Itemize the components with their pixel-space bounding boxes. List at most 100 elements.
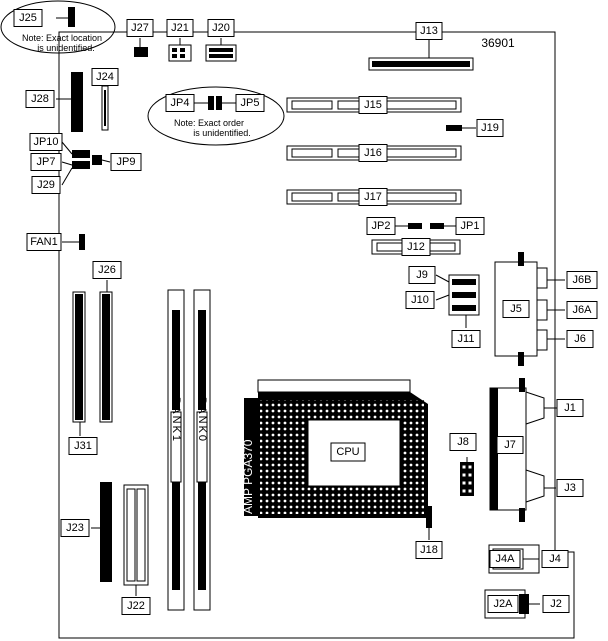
label-text-j11: J11 (458, 333, 475, 345)
label-box-jp10 (29, 133, 63, 151)
label-text-j13: J13 (420, 25, 438, 37)
label-j6b: J6B (566, 271, 598, 289)
label-box-j13 (415, 22, 443, 40)
label-j7: J7 (496, 436, 524, 454)
label-box-j29 (31, 176, 61, 194)
j22-connector (123, 484, 149, 586)
label-box-j3 (556, 479, 584, 497)
jp4-jp5-jumpers (208, 96, 222, 110)
label-j10: J10 (405, 291, 435, 309)
label-box-j16 (358, 144, 388, 162)
j25-header (68, 7, 75, 27)
label-box-jp9 (110, 153, 142, 171)
label-j23: J23 (60, 519, 90, 537)
j25-note: Note: Exact location is unidentified. (0, 0, 116, 54)
label-text-j25: J25 (19, 12, 37, 24)
label-jp1: JP1 (455, 217, 485, 235)
diagram-id: 36901 (481, 36, 515, 50)
j28-header (71, 72, 83, 132)
label-box-j8 (449, 433, 477, 451)
label-box-j2a (487, 595, 519, 613)
label-text-fan1: FAN1 (30, 236, 58, 248)
label-jp7: JP7 (30, 153, 62, 171)
label-text-j18: J18 (420, 544, 438, 556)
label-j29: J29 (31, 176, 61, 194)
label-text-j6b: J6B (573, 274, 592, 286)
j20-header (205, 44, 237, 62)
label-j8: J8 (449, 433, 477, 451)
label-text-j23: J23 (66, 522, 84, 534)
label-text-j9: J9 (416, 269, 428, 281)
label-jp5: JP5 (235, 94, 265, 112)
j18-header (426, 506, 432, 528)
label-j6a: J6A (566, 301, 598, 319)
label-j27: J27 (126, 19, 154, 37)
label-box-j21 (166, 19, 194, 37)
label-jp4: JP4 (165, 94, 195, 112)
label-j9: J9 (408, 266, 436, 284)
label-text-j15: J15 (364, 99, 382, 111)
j9-j10-j11-headers (448, 274, 480, 316)
j23-header (100, 482, 112, 582)
label-box-j27 (126, 19, 154, 37)
label-text-j17: J17 (364, 191, 382, 203)
label-box-j17 (358, 188, 388, 206)
label-box-j20 (207, 19, 235, 37)
label-box-j28 (25, 90, 55, 108)
label-box-j6a (566, 301, 598, 319)
label-j16: J16 (358, 144, 388, 162)
label-box-j4 (541, 550, 569, 568)
label-text-jp4: JP4 (171, 97, 190, 109)
j19-header (446, 125, 462, 131)
label-text-j27: J27 (131, 22, 149, 34)
label-box-j23 (60, 519, 90, 537)
label-j13: J13 (415, 22, 443, 40)
label-box-j15 (358, 96, 388, 114)
label-text-j6: J6 (574, 333, 586, 345)
label-box-j11 (451, 330, 481, 348)
j13-header (368, 57, 474, 71)
j27-header (134, 47, 148, 57)
label-box-j7 (496, 436, 524, 454)
label-text-j16: J16 (364, 147, 382, 159)
label-text-j8: J8 (457, 436, 469, 448)
label-j12: J12 (401, 238, 431, 256)
label-jp2: JP2 (366, 217, 396, 235)
label-j5: J5 (502, 300, 530, 318)
j31-header (72, 291, 86, 423)
label-box-j12 (401, 238, 431, 256)
j8-pins (461, 464, 473, 494)
label-box-j9 (408, 266, 436, 284)
label-text-j21: J21 (171, 22, 189, 34)
label-j25: J25 (13, 9, 43, 27)
label-jp9: JP9 (110, 153, 142, 171)
bank0-dimm (193, 289, 211, 611)
label-j17: J17 (358, 188, 388, 206)
label-j15: J15 (358, 96, 388, 114)
label-box-j1 (556, 399, 584, 417)
label-box-j2 (542, 595, 570, 613)
label-j1: J1 (556, 399, 584, 417)
label-text-j20: J20 (212, 22, 230, 34)
label-text-j12: J12 (407, 241, 425, 253)
cpu-label-box: CPU (330, 442, 366, 462)
label-box-j6 (566, 330, 594, 348)
label-box-j22 (121, 597, 151, 615)
label-text-j3: J3 (564, 482, 576, 494)
label-j4: J4 (541, 550, 569, 568)
label-box-j5 (502, 300, 530, 318)
j8-header (460, 462, 474, 496)
label-text-j4a: J4A (496, 553, 516, 565)
label-box-fan1 (26, 233, 62, 251)
label-j19: J19 (476, 119, 504, 137)
label-text-j26: J26 (98, 264, 116, 276)
label-text-jp10: JP10 (33, 136, 58, 148)
bank0-label: BANK0 (196, 397, 208, 443)
label-text-j6a: J6A (573, 304, 593, 316)
label-box-jp1 (455, 217, 485, 235)
label-text-jp1: JP1 (461, 220, 480, 232)
cpu-label: CPU (336, 446, 359, 458)
label-j22: J22 (121, 597, 151, 615)
